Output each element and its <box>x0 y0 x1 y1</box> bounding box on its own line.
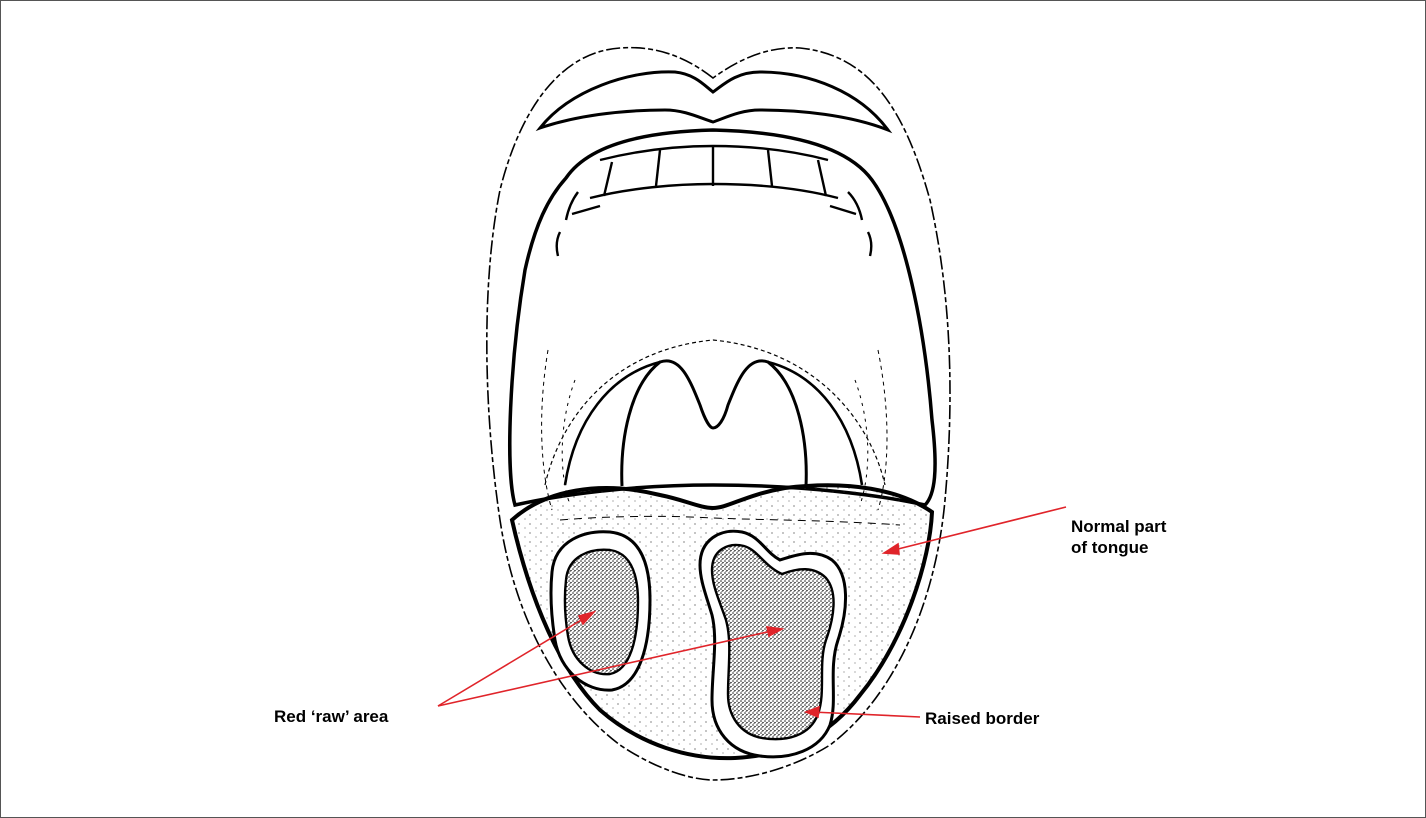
palatine-arch-right <box>768 362 862 485</box>
label-normal-tongue: Normal part of tongue <box>1071 516 1166 558</box>
label-raised-border: Raised border <box>925 708 1039 729</box>
palate-arch <box>545 340 885 485</box>
cheek-line-left-2 <box>562 380 575 505</box>
upper-teeth <box>557 146 872 256</box>
label-normal-tongue-line2: of tongue <box>1071 537 1166 558</box>
uvula <box>622 361 806 486</box>
cheek-line-right <box>878 350 887 510</box>
label-raw-area: Red ‘raw’ area <box>274 706 388 727</box>
palatine-arch-left <box>565 362 660 485</box>
left-patch-raw-area <box>565 550 638 674</box>
cheek-line-left <box>542 350 552 510</box>
upper-lip <box>540 72 888 130</box>
label-normal-tongue-line1: Normal part <box>1071 516 1166 537</box>
